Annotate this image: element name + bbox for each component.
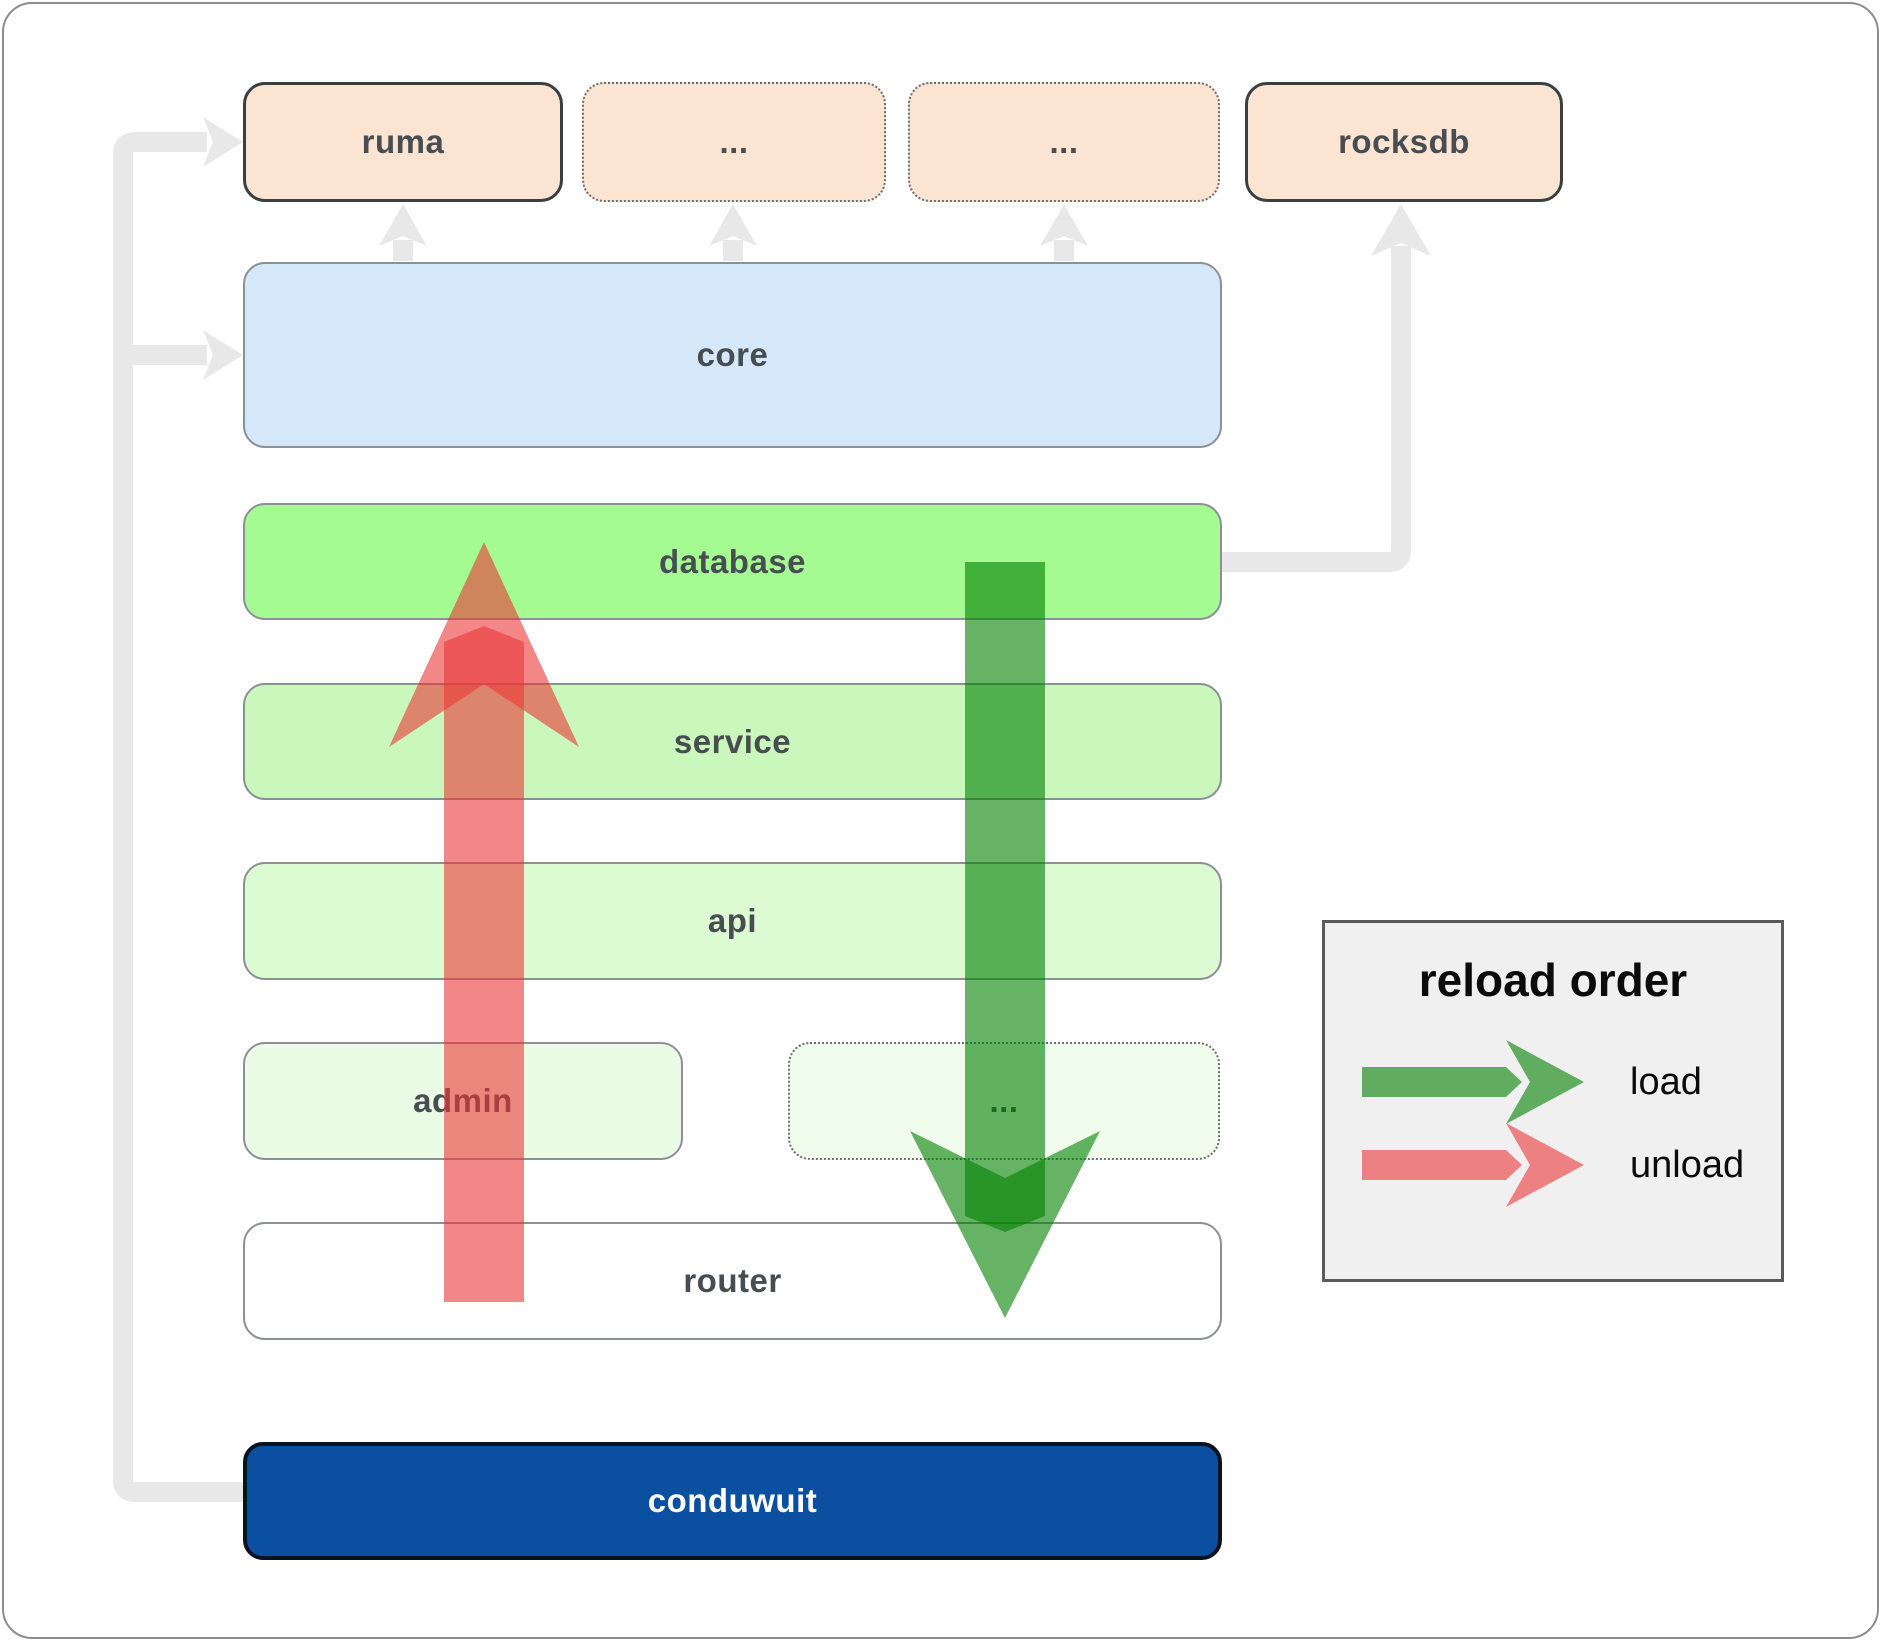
node-database-label: database	[658, 542, 807, 580]
node-database: database	[243, 503, 1222, 620]
node-api: api	[243, 862, 1222, 980]
node-api-label: api	[707, 902, 758, 939]
node-admin-label: admin	[413, 1082, 513, 1119]
node-service-label: service	[673, 722, 792, 760]
node-core-label: core	[696, 336, 769, 373]
legend-reload-order: reload order load unload	[1322, 920, 1784, 1282]
node-core: core	[243, 262, 1222, 448]
legend-unload-label: unload	[1630, 1144, 1745, 1186]
node-rocksdb-label: rocksdb	[1338, 123, 1470, 160]
node-rocksdb: rocksdb	[1245, 82, 1563, 202]
node-ruma: ruma	[243, 82, 563, 202]
node-ellipsis-mid-label: ...	[989, 1082, 1019, 1119]
legend-load-label: load	[1630, 1061, 1702, 1103]
node-ellipsis-top-1: ...	[582, 82, 886, 202]
node-router-label: router	[683, 1262, 782, 1299]
node-ellipsis-top-1-label: ...	[719, 123, 749, 160]
node-conduwuit-label: conduwuit	[647, 1482, 818, 1519]
node-conduwuit: conduwuit	[243, 1442, 1222, 1560]
node-ellipsis-top-2-label: ...	[1049, 123, 1079, 160]
node-ellipsis-top-2: ...	[908, 82, 1220, 202]
node-router: router	[243, 1222, 1222, 1340]
node-ruma-label: ruma	[361, 123, 445, 160]
node-admin: admin	[243, 1042, 683, 1160]
node-ellipsis-mid: ...	[788, 1042, 1220, 1160]
node-service: service	[243, 683, 1222, 800]
legend-title: reload order	[1418, 954, 1688, 1006]
